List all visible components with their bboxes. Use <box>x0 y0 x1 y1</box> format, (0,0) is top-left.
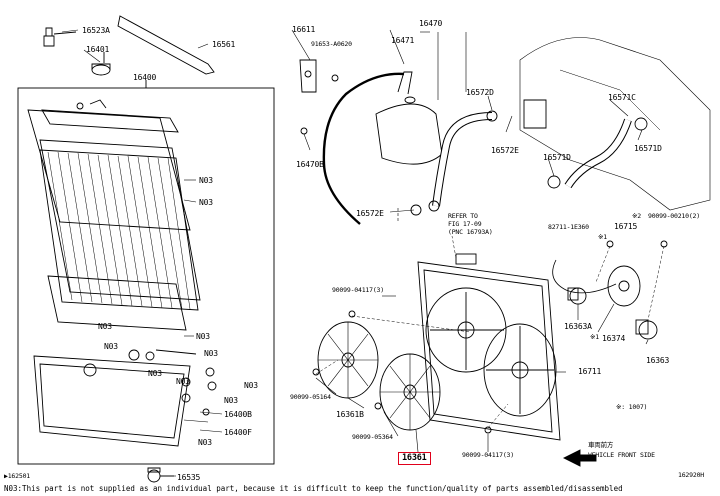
label-91653-A0620[interactable]: 91653-A0620 <box>311 40 352 48</box>
radiator-lower-tank <box>33 349 217 447</box>
label-16470[interactable]: 16470 <box>419 19 443 28</box>
label-16571D-right[interactable]: 16571D <box>634 144 662 153</box>
drain-cock <box>147 467 174 483</box>
label-90099-05164[interactable]: 90099-05164 <box>290 393 331 401</box>
label-90099-05364[interactable]: 90099-05364 <box>352 433 393 441</box>
label-16561[interactable]: 16561 <box>212 40 236 49</box>
engine-outline <box>519 37 711 211</box>
label-16401[interactable]: 16401 <box>86 45 110 54</box>
label-90099-04117-lower[interactable]: 90099-04117(3) <box>462 451 514 459</box>
diagram-code: 162920H <box>678 471 704 479</box>
radiator-support-seal <box>117 15 215 75</box>
label-16571D-left[interactable]: 16571D <box>543 153 571 162</box>
label-n03-6: N03 <box>204 349 218 358</box>
vehicle-front-jp: 車両前方 <box>588 441 614 449</box>
range-note: ※: 1007) <box>616 403 648 411</box>
radiator-core <box>27 99 201 331</box>
fan-motor-16374 <box>607 265 641 307</box>
label-90099-00210[interactable]: 90099-00210(2) <box>648 212 700 220</box>
fan-motor-16363A <box>567 287 587 305</box>
label-16711[interactable]: 16711 <box>578 367 602 376</box>
coolant-reservoir <box>375 71 443 165</box>
label-16400F[interactable]: 16400F <box>224 428 252 437</box>
label-16374[interactable]: 16374 <box>602 334 626 343</box>
refer-note-line3: (PNC 16793A) <box>448 228 493 236</box>
vehicle-front-arrow <box>562 449 597 467</box>
label-n03-9: N03 <box>244 381 258 390</box>
symbol-note-2: ※2 <box>632 212 641 220</box>
label-n03-10: N03 <box>224 396 238 405</box>
fan-motor-16363 <box>635 319 658 340</box>
refer-note-line1: REFER TO <box>448 212 478 220</box>
water-outlet <box>523 99 547 129</box>
label-16572D[interactable]: 16572D <box>466 88 494 97</box>
refer-note-line2: FIG 17-09 <box>448 220 482 228</box>
label-16400B[interactable]: 16400B <box>224 410 252 419</box>
label-n03-4: N03 <box>98 322 112 331</box>
label-16361B[interactable]: 16361B <box>336 410 364 419</box>
label-16535[interactable]: 16535 <box>177 473 201 482</box>
footnote: N03:This part is not supplied as an indi… <box>4 484 623 493</box>
label-n03-5: N03 <box>104 342 118 351</box>
label-90099-04117-upper[interactable]: 90099-04117(3) <box>332 286 384 294</box>
clamp-part-16523A <box>43 27 77 47</box>
label-16400-top[interactable]: 16400 <box>133 73 157 82</box>
label-16571C[interactable]: 16571C <box>608 93 636 102</box>
label-16470B[interactable]: 16470B <box>296 160 324 169</box>
label-n03-2: N03 <box>199 198 213 207</box>
label-16572E-lower[interactable]: 16572E <box>356 209 384 218</box>
label-16523A[interactable]: 16523A <box>82 26 110 35</box>
label-82711-1E360[interactable]: 82711-1E360 <box>548 223 589 231</box>
fan-shroud <box>417 261 561 441</box>
label-n03-8: N03 <box>176 377 190 386</box>
symbol-note-3: ※1 <box>590 333 599 341</box>
label-16361-highlighted[interactable]: 16361 <box>398 452 431 465</box>
label-16363A[interactable]: 16363A <box>564 322 592 331</box>
label-16715[interactable]: 16715 <box>614 222 638 231</box>
label-16572E-upper[interactable]: 16572E <box>491 146 519 155</box>
label-n03-3: N03 <box>196 332 210 341</box>
radiator-cap <box>91 52 111 76</box>
label-n03-7: N03 <box>148 369 162 378</box>
label-n03-11: N03 <box>198 438 212 447</box>
reservoir-bracket <box>299 59 317 93</box>
label-n03-1: N03 <box>199 176 213 185</box>
label-16471[interactable]: 16471 <box>391 36 415 45</box>
vehicle-front-en: VEHICLE FRONT SIDE <box>588 451 655 459</box>
symbol-note-1: ※1 <box>598 233 607 241</box>
wiring-harness <box>552 259 617 294</box>
radiator-assembly-frame <box>17 87 275 465</box>
label-16363[interactable]: 16363 <box>646 356 670 365</box>
label-16611[interactable]: 16611 <box>292 25 316 34</box>
cooling-fan-right <box>379 353 441 431</box>
diagram-id: ▶162501 <box>4 472 30 480</box>
overflow-hose <box>322 72 405 225</box>
